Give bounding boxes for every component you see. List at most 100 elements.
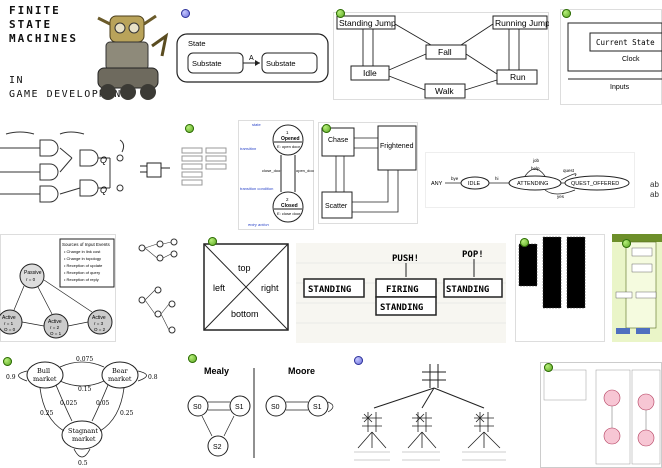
state-fall: Fall [438, 47, 452, 57]
source-badge-icon[interactable] [336, 9, 345, 18]
svg-text:• Change in topology: • Change in topology [64, 256, 101, 261]
tile-flowchart-columns[interactable] [515, 234, 605, 342]
source-badge-icon[interactable] [562, 9, 571, 18]
tile-uml-states[interactable] [540, 362, 662, 468]
network-state-diagram: Sources of Input Events • Change in link… [0, 234, 116, 342]
title-line-1: FINITE [9, 4, 61, 17]
tile-current-state[interactable]: Current State Clock Inputs [560, 9, 662, 105]
svg-text:O = 0: O = 0 [4, 327, 16, 332]
source-badge-icon[interactable] [544, 363, 553, 372]
state-scatter: Scatter [325, 203, 348, 210]
tile-table-listing[interactable] [178, 136, 230, 200]
title-line-2: STATE [9, 18, 53, 31]
source-badge-icon[interactable] [322, 124, 331, 133]
entry-close-door: E: close door [277, 211, 301, 216]
svg-text:r = 3: r = 3 [94, 321, 104, 326]
svg-text:entry action: entry action [248, 222, 269, 227]
state-diagram: State Substate Substate A [176, 33, 329, 83]
tile-door-fsm[interactable]: 1 Opened E: open door 2 Closed E: close … [238, 120, 314, 230]
svg-text:quest: quest [563, 168, 575, 173]
bull-market-l1: Bull [37, 367, 50, 375]
source-badge-icon[interactable] [208, 237, 217, 246]
subtitle-line-2: GAME DEVELOPMENT [9, 89, 130, 100]
tile-fsm-book[interactable]: FINITE STATE MACHINES IN GAME DEVELOPMEN… [0, 0, 171, 110]
tile-partial-right[interactable]: ab ab [640, 124, 662, 220]
svg-text:0.25: 0.25 [40, 410, 54, 417]
book-title: FINITE STATE MACHINES [9, 4, 78, 46]
state-attending: ATTENDING [517, 181, 548, 187]
edge-label: A [249, 55, 254, 62]
entry-open-door: E: open door [277, 144, 301, 149]
ghost-fsm-diagram: Chase Frightened Scatter [318, 122, 418, 224]
state-standing-jump: Standing Jump [339, 18, 396, 28]
tile-network-states[interactable]: Sources of Input Events • Change in link… [0, 234, 116, 342]
svg-text:O = 1: O = 1 [50, 331, 62, 336]
source-badge-icon[interactable] [520, 238, 529, 247]
tile-app-ui[interactable] [612, 234, 662, 342]
tile-game-fsm[interactable]: Standing Jump Running Jump Fall Idle Run… [333, 12, 549, 100]
tile-tictactoe-tree[interactable] [350, 356, 520, 468]
tile-state-diagram[interactable]: State Substate Substate A [176, 33, 329, 83]
state-closed: Closed [281, 203, 298, 209]
pushdown-diagram: STANDING FIRING STANDING STANDING PUSH! … [296, 243, 506, 343]
partial-label-1: ab [650, 180, 659, 189]
logic-circuit-sketch: Q Q [0, 131, 125, 203]
svg-text:Active: Active [92, 315, 106, 321]
tictactoe-tree [354, 364, 506, 461]
title-line-3: MACHINES [9, 32, 78, 45]
pop-label: POP! [462, 250, 484, 260]
door-fsm-diagram: 1 Opened E: open door 2 Closed E: close … [238, 120, 314, 230]
tile-chip[interactable] [140, 158, 170, 184]
svg-text:• Reception of query: • Reception of query [64, 270, 100, 275]
tile-ghost-fsm[interactable]: Chase Frightened Scatter [318, 122, 418, 224]
state-frightened: Frightened [380, 143, 414, 150]
tile-markov-market[interactable]: Bull market Bear market Stagnant market … [0, 353, 160, 468]
svg-text:0.025: 0.025 [60, 400, 77, 407]
chip-sketch [140, 162, 170, 178]
stagnant-market-l1: Stagnant [68, 427, 98, 435]
svg-text:market: market [72, 435, 96, 443]
stack2-standing: STANDING [380, 303, 423, 313]
source-badge-icon[interactable] [185, 124, 194, 133]
source-badge-icon[interactable] [622, 239, 631, 248]
label-top: top [238, 263, 251, 273]
svg-text:0.5: 0.5 [78, 460, 88, 467]
mealy-title: Mealy [204, 366, 229, 376]
tile-quest-fsm[interactable]: ANY IDLE ATTENDING QUEST_OFFERED bye hi … [425, 152, 635, 208]
tile-small-tree[interactable] [134, 234, 180, 342]
current-state-diagram: Current State Clock Inputs [560, 9, 662, 105]
stack3-standing: STANDING [446, 285, 489, 295]
svg-text:S1: S1 [313, 404, 322, 411]
state-any: ANY [431, 181, 443, 187]
direction-grid: top left right bottom [203, 243, 289, 331]
svg-text:r = 0: r = 0 [26, 277, 36, 282]
stack1-standing: STANDING [308, 285, 351, 295]
state-label: State [188, 39, 206, 48]
source-badge-icon[interactable] [3, 357, 12, 366]
tile-direction-grid[interactable]: top left right bottom [203, 243, 289, 331]
subtitle-line-1: IN [9, 75, 25, 86]
svg-text:market: market [33, 375, 57, 383]
tile-mealy-moore[interactable]: Mealy Moore S0 S1 S2 S0 S1 [180, 362, 340, 466]
svg-text:transition condition: transition condition [240, 186, 273, 191]
source-badge-icon[interactable] [181, 9, 190, 18]
svg-text:Passive: Passive [24, 270, 42, 276]
svg-text:0.8: 0.8 [148, 374, 158, 381]
svg-text:O = 2: O = 2 [94, 327, 106, 332]
svg-text:open_door: open_door [296, 168, 314, 173]
label-left: left [213, 283, 226, 293]
svg-text:2: 2 [286, 197, 289, 202]
svg-text:yes: yes [557, 194, 565, 199]
source-badge-icon[interactable] [354, 356, 363, 365]
svg-text:S2: S2 [213, 444, 222, 451]
book-subtitle: IN GAME DEVELOPMENT [9, 74, 129, 102]
state-opened: Opened [281, 136, 300, 142]
state-walk: Walk [435, 86, 454, 96]
svg-text:transition: transition [240, 146, 257, 151]
svg-text:Q: Q [100, 155, 107, 165]
tile-pushdown[interactable]: STANDING FIRING STANDING STANDING PUSH! … [296, 243, 506, 343]
state-chase: Chase [328, 137, 348, 144]
game-fsm-diagram: Standing Jump Running Jump Fall Idle Run… [333, 12, 549, 100]
source-badge-icon[interactable] [188, 354, 197, 363]
state-running-jump: Running Jump [495, 18, 549, 28]
